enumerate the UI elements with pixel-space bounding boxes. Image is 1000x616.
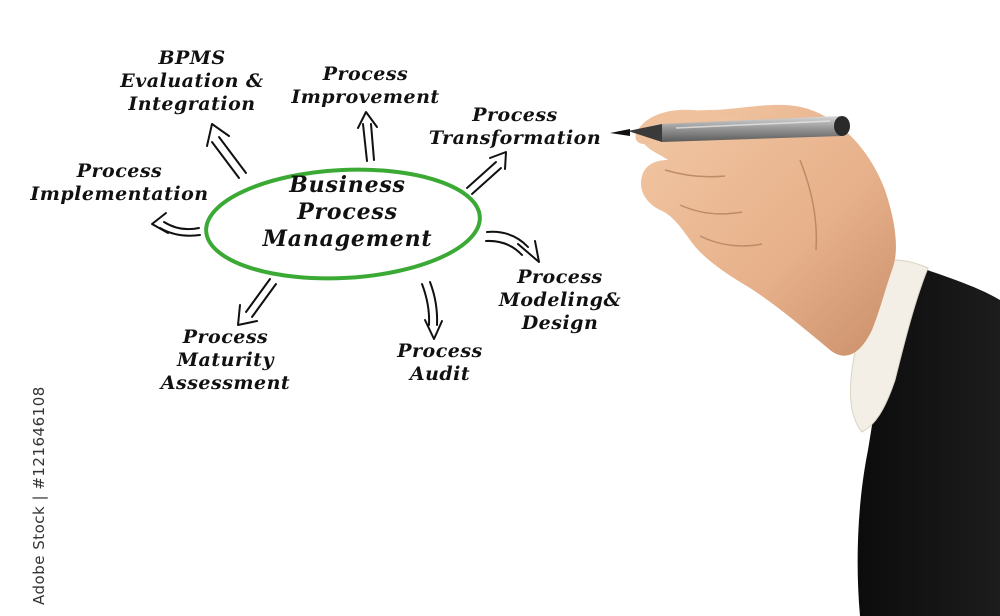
node-bpms-line-1: BPMS	[158, 47, 226, 69]
center-line-2: Process	[297, 199, 398, 225]
arrow-to-improvement	[357, 111, 378, 162]
hand	[640, 104, 896, 356]
node-maturity-line-2: Maturity	[177, 349, 274, 371]
node-audit-line-2: Audit	[409, 363, 471, 385]
node-transformation: Process Transformation	[420, 104, 610, 150]
arrow-to-transformation	[466, 151, 507, 195]
node-modeling: Process Modeling& Design	[490, 266, 630, 335]
node-maturity: Process Maturity Assessment	[158, 326, 293, 395]
arrow-to-maturity	[237, 278, 277, 326]
node-modeling-line-2: Modeling&	[498, 289, 622, 311]
node-audit-line-1: Process	[397, 340, 483, 362]
arrow-to-bpms	[206, 123, 247, 179]
center-label: Business Process Management	[240, 172, 455, 253]
node-audit: Process Audit	[390, 340, 490, 386]
node-bpms-line-2: Evaluation &	[120, 70, 264, 92]
node-implementation-line-1: Process	[76, 160, 163, 182]
center-ellipse	[204, 167, 482, 281]
node-transformation-line-1: Process	[472, 104, 558, 126]
stock-watermark-text: Adobe Stock | #121646108	[30, 386, 48, 605]
arrow-to-implementation	[151, 212, 201, 237]
node-modeling-line-1: Process	[517, 266, 603, 288]
node-improvement-line-1: Process	[322, 63, 409, 85]
center-line-1: Business	[289, 172, 406, 198]
node-bpms-line-3: Integration	[128, 93, 256, 115]
pen	[610, 116, 850, 142]
node-maturity-line-1: Process	[182, 326, 269, 348]
node-improvement: Process Improvement	[283, 63, 448, 109]
node-transformation-line-2: Transformation	[428, 127, 602, 149]
node-modeling-line-3: Design	[521, 312, 599, 334]
node-bpms: BPMS Evaluation & Integration	[112, 47, 272, 116]
node-implementation: Process Implementation	[22, 160, 217, 206]
node-improvement-line-2: Improvement	[291, 86, 440, 108]
center-line-3: Management	[262, 226, 433, 252]
node-maturity-line-3: Assessment	[160, 372, 291, 394]
arrow-to-modeling	[485, 230, 540, 263]
stock-watermark: Adobe Stock | #121646108	[6, 385, 48, 605]
node-implementation-line-2: Implementation	[30, 183, 209, 205]
finger-creases	[664, 159, 818, 251]
arrow-to-audit	[421, 281, 443, 340]
